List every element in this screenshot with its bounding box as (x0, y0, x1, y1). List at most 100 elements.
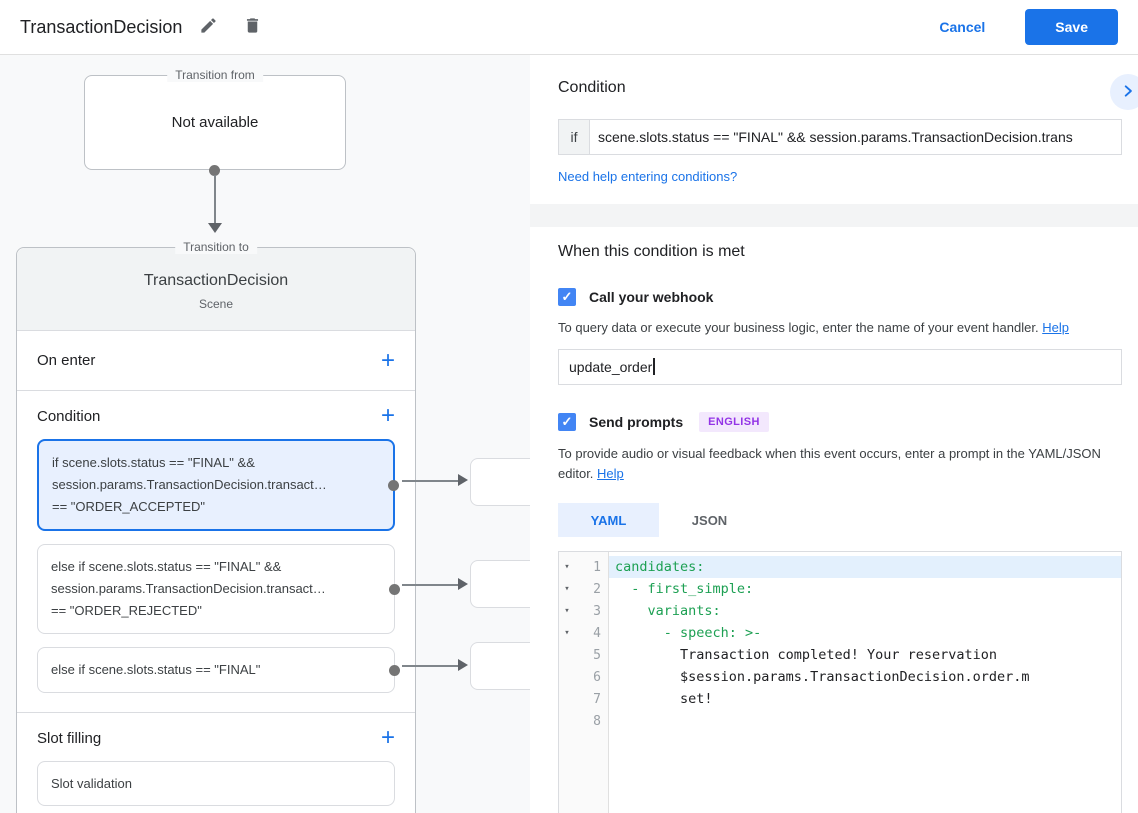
code-line: - first_simple: (615, 581, 754, 597)
prompts-help-link[interactable]: Help (597, 465, 624, 481)
webhook-checkbox-row: ✓ Call your webhook (558, 287, 1138, 306)
event-handler-value: update_order (569, 358, 653, 375)
edit-title-button[interactable] (190, 9, 226, 45)
condition-panel-title: Condition (558, 79, 626, 96)
when-condition-met-section: When this condition is met ✓ Call your w… (530, 226, 1138, 813)
transition-arrow-line (402, 480, 460, 482)
tab-yaml[interactable]: YAML (558, 503, 659, 537)
condition-header-section: Condition if scene.slots.status == "FINA… (530, 55, 1138, 204)
condition-connector-dot (388, 480, 399, 491)
chevron-right-icon (1121, 84, 1135, 101)
line-number: 4 (593, 625, 601, 641)
prompts-label: Send prompts (589, 413, 684, 430)
line-number: 5 (593, 647, 601, 663)
transition-target-box[interactable] (470, 560, 530, 608)
transition-arrow-line (402, 665, 460, 667)
webhook-description: To query data or execute your business l… (558, 318, 1120, 338)
when-met-title: When this condition is met (558, 242, 745, 260)
add-on-enter-button[interactable]: + (380, 346, 395, 374)
scene-card-header[interactable]: TransactionDecision Scene (17, 248, 415, 331)
condition-line: session.params.TransactionDecision.trans… (52, 477, 327, 492)
transition-from-content: Not available (171, 114, 259, 131)
line-number: 6 (593, 669, 601, 685)
language-badge: ENGLISH (699, 411, 769, 432)
condition-expression-row: if scene.slots.status == "FINAL" && sess… (558, 119, 1122, 155)
collapse-panel-button[interactable] (1110, 74, 1138, 110)
condition-connector-dot (389, 665, 400, 676)
condition-expression-input[interactable]: scene.slots.status == "FINAL" && session… (589, 119, 1122, 155)
transition-from-legend: Transition from (167, 68, 263, 82)
condition-label: Condition (37, 407, 101, 425)
connector-line (214, 175, 216, 225)
pencil-icon (199, 16, 218, 38)
editor-gutter: ▾ 1 ▾ 2 ▾ 3 ▾ 4 5 6 7 8 (559, 552, 609, 813)
add-condition-button[interactable]: + (380, 402, 395, 429)
condition-line: if scene.slots.status == "FINAL" && (52, 455, 255, 470)
slot-filling-section-header: Slot filling + (17, 715, 415, 761)
transition-to-legend: Transition to (175, 240, 257, 254)
arrow-right-icon (458, 578, 468, 590)
line-number: 3 (593, 603, 601, 619)
fold-icon[interactable]: ▾ (564, 606, 570, 616)
scene-type-label: Scene (198, 297, 234, 311)
cancel-button[interactable]: Cancel (923, 11, 1001, 43)
condition-item-order-accepted[interactable]: if scene.slots.status == "FINAL" && sess… (37, 439, 399, 531)
editor-tabs: YAML JSON (558, 503, 1138, 537)
scene-name: TransactionDecision (143, 272, 289, 289)
transition-from-box: Transition from Not available (84, 68, 346, 170)
section-gap (530, 203, 1138, 227)
arrow-down-icon (208, 223, 222, 233)
webhook-help-link[interactable]: Help (1042, 319, 1069, 335)
webhook-label: Call your webhook (589, 288, 714, 305)
yaml-code-editor[interactable]: ▾ 1 ▾ 2 ▾ 3 ▾ 4 5 6 7 8 candidates: - first_… (558, 551, 1122, 813)
section-divider (17, 712, 415, 713)
conditions-help-link[interactable]: Need help entering conditions? (558, 169, 738, 184)
prompts-description: To provide audio or visual feedback when… (558, 444, 1120, 484)
transition-target-box[interactable] (470, 642, 530, 690)
scene-diagram-panel: Transition from Not available Transition… (0, 55, 530, 813)
on-enter-label: On enter (37, 352, 96, 369)
transition-arrow-line (402, 584, 460, 586)
fold-icon[interactable]: ▾ (564, 562, 570, 572)
code-line: - speech: >- (615, 625, 762, 641)
fold-icon[interactable]: ▾ (564, 628, 570, 638)
event-handler-input[interactable]: update_order (558, 348, 1122, 385)
code-line: set! (615, 691, 713, 707)
line-number: 7 (593, 691, 601, 707)
code-line: variants: (615, 603, 721, 619)
condition-item-order-rejected[interactable]: else if scene.slots.status == "FINAL" &&… (37, 544, 400, 634)
tab-json[interactable]: JSON (691, 512, 728, 528)
slot-validation-item[interactable]: Slot validation (37, 761, 395, 806)
line-number: 8 (593, 713, 601, 729)
save-button[interactable]: Save (1025, 9, 1118, 45)
line-number: 2 (593, 581, 601, 597)
webhook-checkbox[interactable]: ✓ (558, 287, 576, 306)
connector-dot (209, 165, 220, 176)
code-line: candidates: (609, 556, 1121, 578)
condition-detail-panel: Condition if scene.slots.status == "FINA… (530, 55, 1138, 813)
add-slot-button[interactable]: + (380, 724, 395, 751)
arrow-right-icon (458, 659, 468, 671)
code-line: $session.params.TransactionDecision.orde… (615, 669, 1030, 685)
scene-card: Transition to TransactionDecision Scene … (16, 240, 416, 813)
delete-scene-button[interactable] (234, 9, 270, 45)
code-line: Transaction completed! Your reservation (615, 647, 998, 663)
editor-code-area[interactable]: candidates: - first_simple: variants: - … (609, 552, 1121, 813)
prompts-checkbox-row: ✓ Send prompts ENGLISH (558, 411, 1138, 432)
on-enter-section: On enter + (17, 331, 415, 391)
code-line (609, 710, 1121, 732)
condition-line: session.params.TransactionDecision.trans… (51, 581, 326, 596)
prompts-description-text: To provide audio or visual feedback when… (558, 445, 1101, 481)
condition-item-final[interactable]: else if scene.slots.status == "FINAL" (37, 647, 400, 693)
line-number: 1 (593, 559, 601, 575)
condition-line: == "ORDER_ACCEPTED" (52, 499, 205, 514)
webhook-description-text: To query data or execute your business l… (558, 319, 1039, 335)
condition-line: else if scene.slots.status == "FINAL" (51, 662, 261, 677)
condition-section-header: Condition + (17, 393, 415, 439)
condition-line: else if scene.slots.status == "FINAL" && (51, 559, 282, 574)
transition-target-box[interactable] (470, 458, 530, 506)
if-prefix: if (558, 119, 589, 155)
slot-filling-label: Slot filling (37, 729, 102, 747)
fold-icon[interactable]: ▾ (564, 584, 570, 594)
prompts-checkbox[interactable]: ✓ (558, 412, 576, 431)
